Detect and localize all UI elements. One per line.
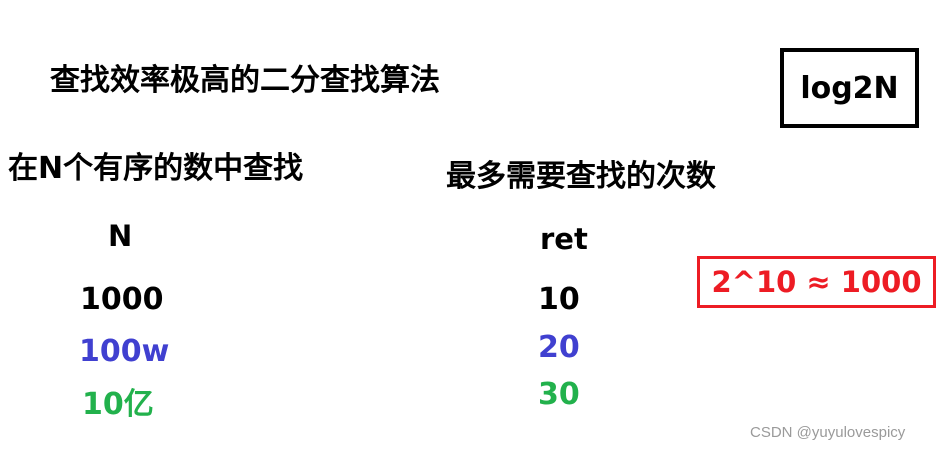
left-header: 在N个有序的数中查找 [8,151,304,186]
ret-value-30: 30 [538,377,580,412]
ret-value-20: 20 [538,330,580,365]
n-value-1000: 1000 [80,282,164,317]
formula-text: log2N [800,70,899,106]
page-title: 查找效率极高的二分查找算法 [50,63,440,98]
n-value-1billion: 10亿 [82,387,154,422]
formula-box: log2N [780,48,919,128]
note-box: 2^10 ≈ 1000 [697,256,936,308]
note-text: 2^10 ≈ 1000 [711,265,922,299]
column-n-label: N [108,219,133,253]
watermark: CSDN @yuyulovespicy [750,424,906,441]
n-value-100w: 100w [79,334,170,369]
ret-value-10: 10 [538,282,580,317]
column-ret-label: ret [540,222,588,256]
right-header: 最多需要查找的次数 [446,159,716,194]
